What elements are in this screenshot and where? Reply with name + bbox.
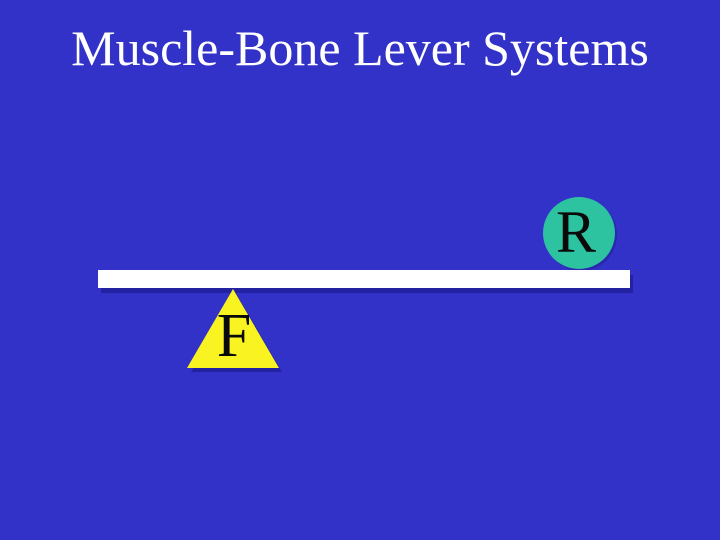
resistance-circle: R [543, 197, 615, 269]
fulcrum-triangle-shape [187, 289, 279, 368]
lever-bar [98, 270, 630, 288]
fulcrum-label: F [216, 302, 252, 370]
resistance-label: R [555, 199, 597, 265]
fulcrum-triangle-icon [187, 289, 282, 372]
slide-title: Muscle-Bone Lever Systems [71, 20, 649, 76]
fulcrum-triangle: F [184, 285, 284, 375]
